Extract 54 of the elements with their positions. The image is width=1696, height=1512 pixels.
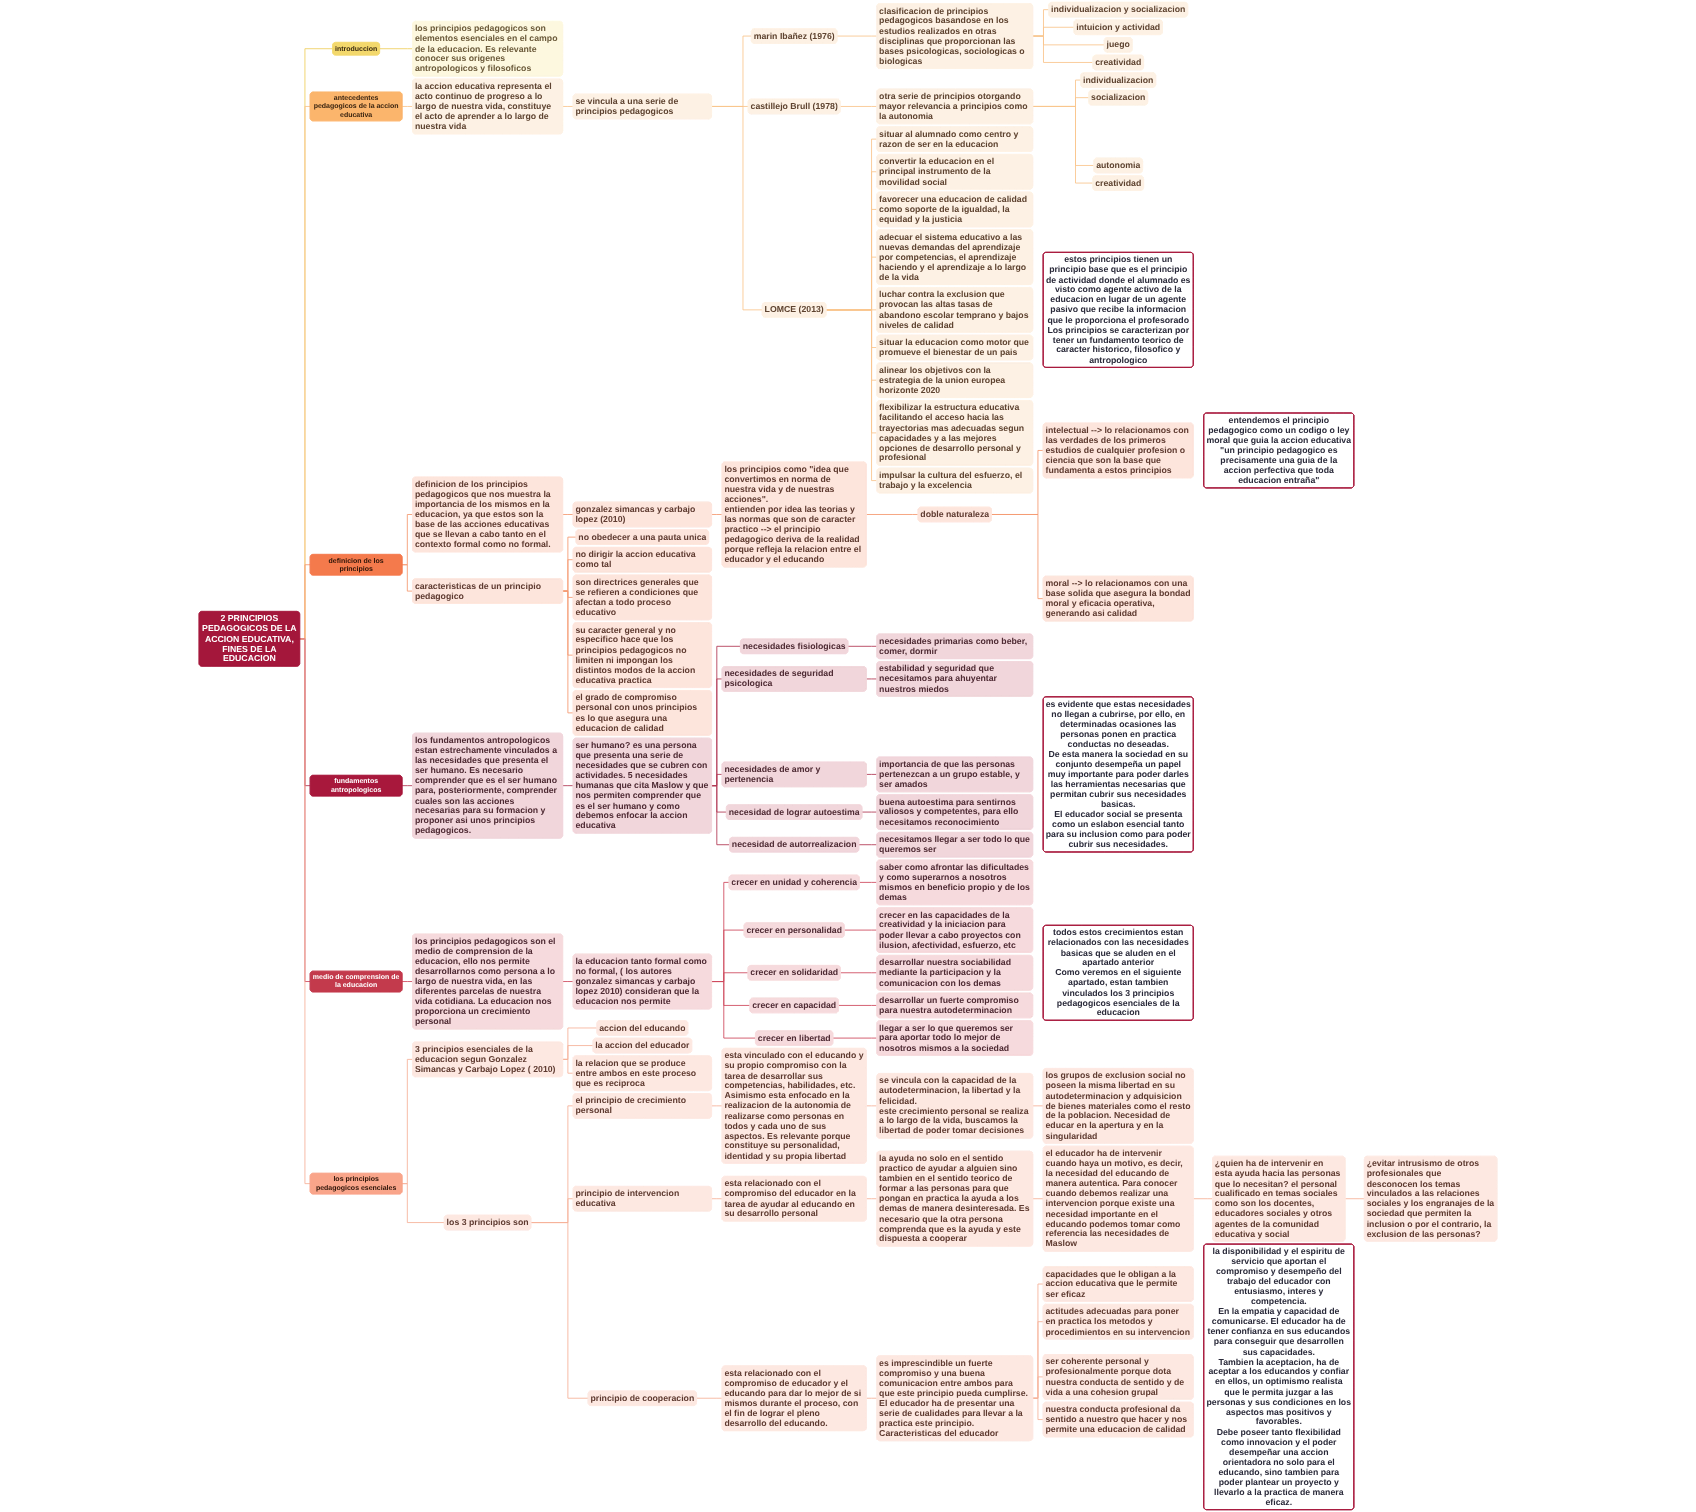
connector [1032, 1376, 1044, 1399]
connector [562, 106, 574, 107]
connector [1032, 1283, 1044, 1399]
connector [711, 678, 723, 787]
connector [401, 1058, 413, 1185]
connector [1344, 1198, 1365, 1200]
connector [711, 785, 730, 846]
connector [711, 645, 741, 787]
connector [843, 929, 878, 931]
connector [562, 536, 577, 592]
connector [562, 981, 574, 982]
connector [1032, 35, 1094, 63]
connector [711, 981, 756, 1039]
connector [711, 1105, 723, 1107]
connector [865, 1198, 878, 1200]
connector [562, 1045, 594, 1060]
connector [401, 564, 413, 592]
connector [711, 1198, 723, 1200]
connector [839, 972, 878, 974]
connector [1032, 1198, 1044, 1200]
connector [562, 785, 574, 787]
connector [711, 773, 723, 787]
connector [401, 1183, 445, 1223]
connector [401, 981, 413, 982]
connector [836, 35, 878, 37]
connector [838, 1005, 878, 1006]
connector [562, 559, 574, 592]
connector [839, 106, 878, 107]
connector [847, 645, 878, 647]
connector [299, 564, 311, 640]
connector [711, 106, 763, 311]
connector [865, 1105, 878, 1107]
connector [530, 1222, 589, 1399]
connector [379, 48, 413, 50]
connector [858, 844, 878, 846]
connector [562, 514, 574, 515]
connector [401, 785, 413, 787]
connector [562, 1058, 574, 1074]
connector [865, 1397, 878, 1399]
connector [825, 309, 878, 482]
connector [1032, 106, 1094, 184]
connector [711, 514, 723, 515]
connector [991, 514, 1044, 600]
connector [858, 881, 878, 883]
connector [1032, 1105, 1044, 1107]
connector [696, 1397, 723, 1399]
connector [1032, 1321, 1044, 1399]
connector [865, 773, 878, 775]
connector [832, 1037, 878, 1039]
connector [865, 514, 919, 515]
connector [1032, 1397, 1044, 1420]
connector [562, 1027, 598, 1060]
connector [401, 514, 413, 566]
connector [1192, 1198, 1213, 1200]
